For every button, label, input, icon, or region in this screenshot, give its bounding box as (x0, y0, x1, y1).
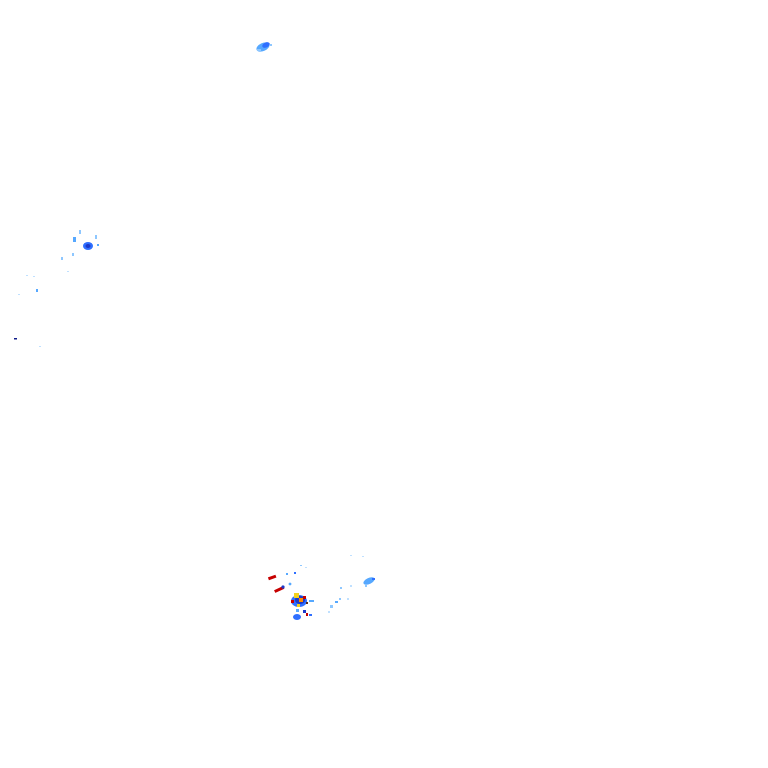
rain-echo-north (256, 42, 272, 52)
rain-echo-southeast (328, 555, 375, 613)
storm-cell-south (267, 565, 314, 620)
rain-echo-west (14, 230, 99, 347)
